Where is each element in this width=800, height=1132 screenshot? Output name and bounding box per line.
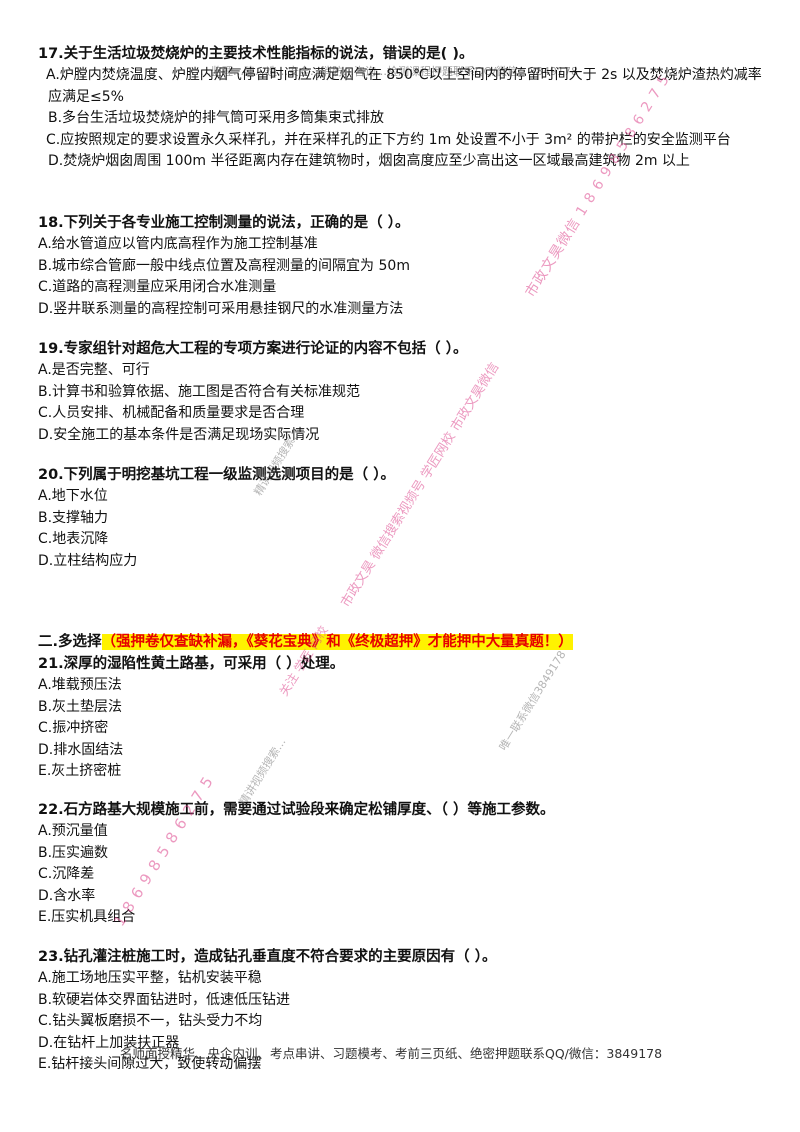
question-19-option-a: A.是否完整、可行 [38, 362, 150, 378]
question-22-option-d: D.含水率 [38, 887, 96, 904]
question-21-option-a: A.堆载预压法 [38, 677, 122, 693]
question-23-title: 23.钻孔灌注桩施工时，造成钻孔垂直度不符合要求的主要原因有（ ）。 [38, 949, 497, 965]
question-19-title: 19.专家组针对超危大工程的专项方案进行论证的内容不包括（ ）。 [38, 341, 468, 357]
question-22-option-b: B.压实遍数 [38, 844, 109, 861]
header-ad-overlay: …监理…建…造…安全…消防…咨询…检测课程押题联系QQ/微信：3849178 [200, 65, 579, 78]
question-22-title: 22.石方路基大规模施工前，需要通过试验段来确定松铺厚度、（ ）等施工参数。 [38, 802, 555, 818]
question-18-option-d: D.竖井联系测量的高程控制可采用悬挂钢尺的水准测量方法 [38, 300, 404, 317]
question-17-option-d: D.焚烧炉烟囱周围 100m 半径距离内存在建筑物时，烟囱高度应至少高出这一区域… [48, 153, 690, 169]
question-22-option-a: A.预沉量值 [38, 823, 108, 839]
question-18-option-b: B.城市综合管廊一般中线点位置及高程测量的间隔宜为 50m [38, 257, 410, 274]
question-17: 17.关于生活垃圾焚烧炉的主要技术性能指标的说法，错误的是( )。 A.炉膛内焚… [38, 44, 770, 173]
question-21-option-d: D.排水固结法 [38, 741, 124, 758]
question-17-option-a: A.炉膛内焚烧温度、炉膛内烟气停留时间应满足烟气在 850℃以上空间内的停留时间… [46, 67, 762, 105]
question-23-option-c: C.钻头翼板磨损不一，钻头受力不均 [38, 1013, 263, 1029]
question-19: 19.专家组针对超危大工程的专项方案进行论证的内容不包括（ ）。 A.是否完整、… [38, 339, 770, 446]
question-18-option-a: A.给水管道应以管内底高程作为施工控制基准 [38, 236, 318, 252]
question-20-option-b: B.支撑轴力 [38, 509, 109, 526]
question-20-option-d: D.立柱结构应力 [38, 552, 138, 569]
question-22-option-e: E.压实机具组合 [38, 909, 136, 925]
question-21-option-c: C.振冲挤密 [38, 720, 109, 736]
question-21-option-b: B.灰土垫层法 [38, 698, 123, 715]
question-21-title: 21.深厚的湿陷性黄土路基，可采用（ ）处理。 [38, 656, 345, 672]
question-20-option-c: C.地表沉降 [38, 531, 109, 547]
question-17-title: 17.关于生活垃圾焚烧炉的主要技术性能指标的说法，错误的是( )。 [38, 46, 474, 62]
section-label: 二.多选择 [38, 634, 102, 650]
question-23-option-b: B.软硬岩体交界面钻进时，低速低压钻进 [38, 991, 291, 1008]
section-heading-multiple-choice: 二.多选择（强押卷仅查缺补漏，《葵花宝典》和《终极超押》才能押中大量真题！） [38, 631, 573, 653]
question-17-option-c: C.应按照规定的要求设置永久采样孔，并在采样孔的正下方约 1m 处设置不小于 3… [46, 131, 731, 148]
section-highlight-note: （强押卷仅查缺补漏，《葵花宝典》和《终极超押》才能押中大量真题！） [101, 634, 573, 650]
question-22: 22.石方路基大规模施工前，需要通过试验段来确定松铺厚度、（ ）等施工参数。 A… [38, 800, 770, 929]
question-21: 21.深厚的湿陷性黄土路基，可采用（ ）处理。 A.堆载预压法 B.灰土垫层法 … [38, 654, 770, 783]
question-17-option-b: B.多台生活垃圾焚烧炉的排气筒可采用多筒集束式排放 [48, 110, 385, 126]
question-23: 23.钻孔灌注桩施工时，造成钻孔垂直度不符合要求的主要原因有（ ）。 A.施工场… [38, 947, 770, 1076]
question-22-option-c: C.沉降差 [38, 866, 95, 882]
question-18: 18.下列关于各专业施工控制测量的说法，正确的是（ ）。 A.给水管道应以管内底… [38, 213, 770, 320]
question-20: 20.下列属于明挖基坑工程一级监测选测项目的是（ ）。 A.地下水位 B.支撑轴… [38, 465, 770, 572]
question-18-title: 18.下列关于各专业施工控制测量的说法，正确的是（ ）。 [38, 215, 410, 231]
question-19-option-b: B.计算书和验算依据、施工图是否符合有关标准规范 [38, 383, 361, 400]
question-18-option-c: C.道路的高程测量应采用闭合水准测量 [38, 279, 277, 295]
footer-ad-overlay: 名师面授精华、央企内训、考点串讲、习题模考、考前三页纸、绝密押题联系QQ/微信：… [120, 1046, 663, 1061]
question-23-option-e: E.钻杆接头间隙过大，致使转动偏摆 [38, 1056, 262, 1072]
question-21-option-e: E.灰土挤密桩 [38, 763, 122, 779]
question-23-option-a: A.施工场地压实平整，钻机安装平稳 [38, 970, 262, 986]
question-20-option-a: A.地下水位 [38, 488, 108, 504]
question-19-option-c: C.人员安排、机械配备和质量要求是否合理 [38, 405, 305, 421]
question-23-option-d: D.在钻杆上加装扶正器 [38, 1034, 180, 1051]
question-20-title: 20.下列属于明挖基坑工程一级监测选测项目的是（ ）。 [38, 467, 395, 483]
question-19-option-d: D.安全施工的基本条件是否满足现场实际情况 [38, 426, 320, 443]
